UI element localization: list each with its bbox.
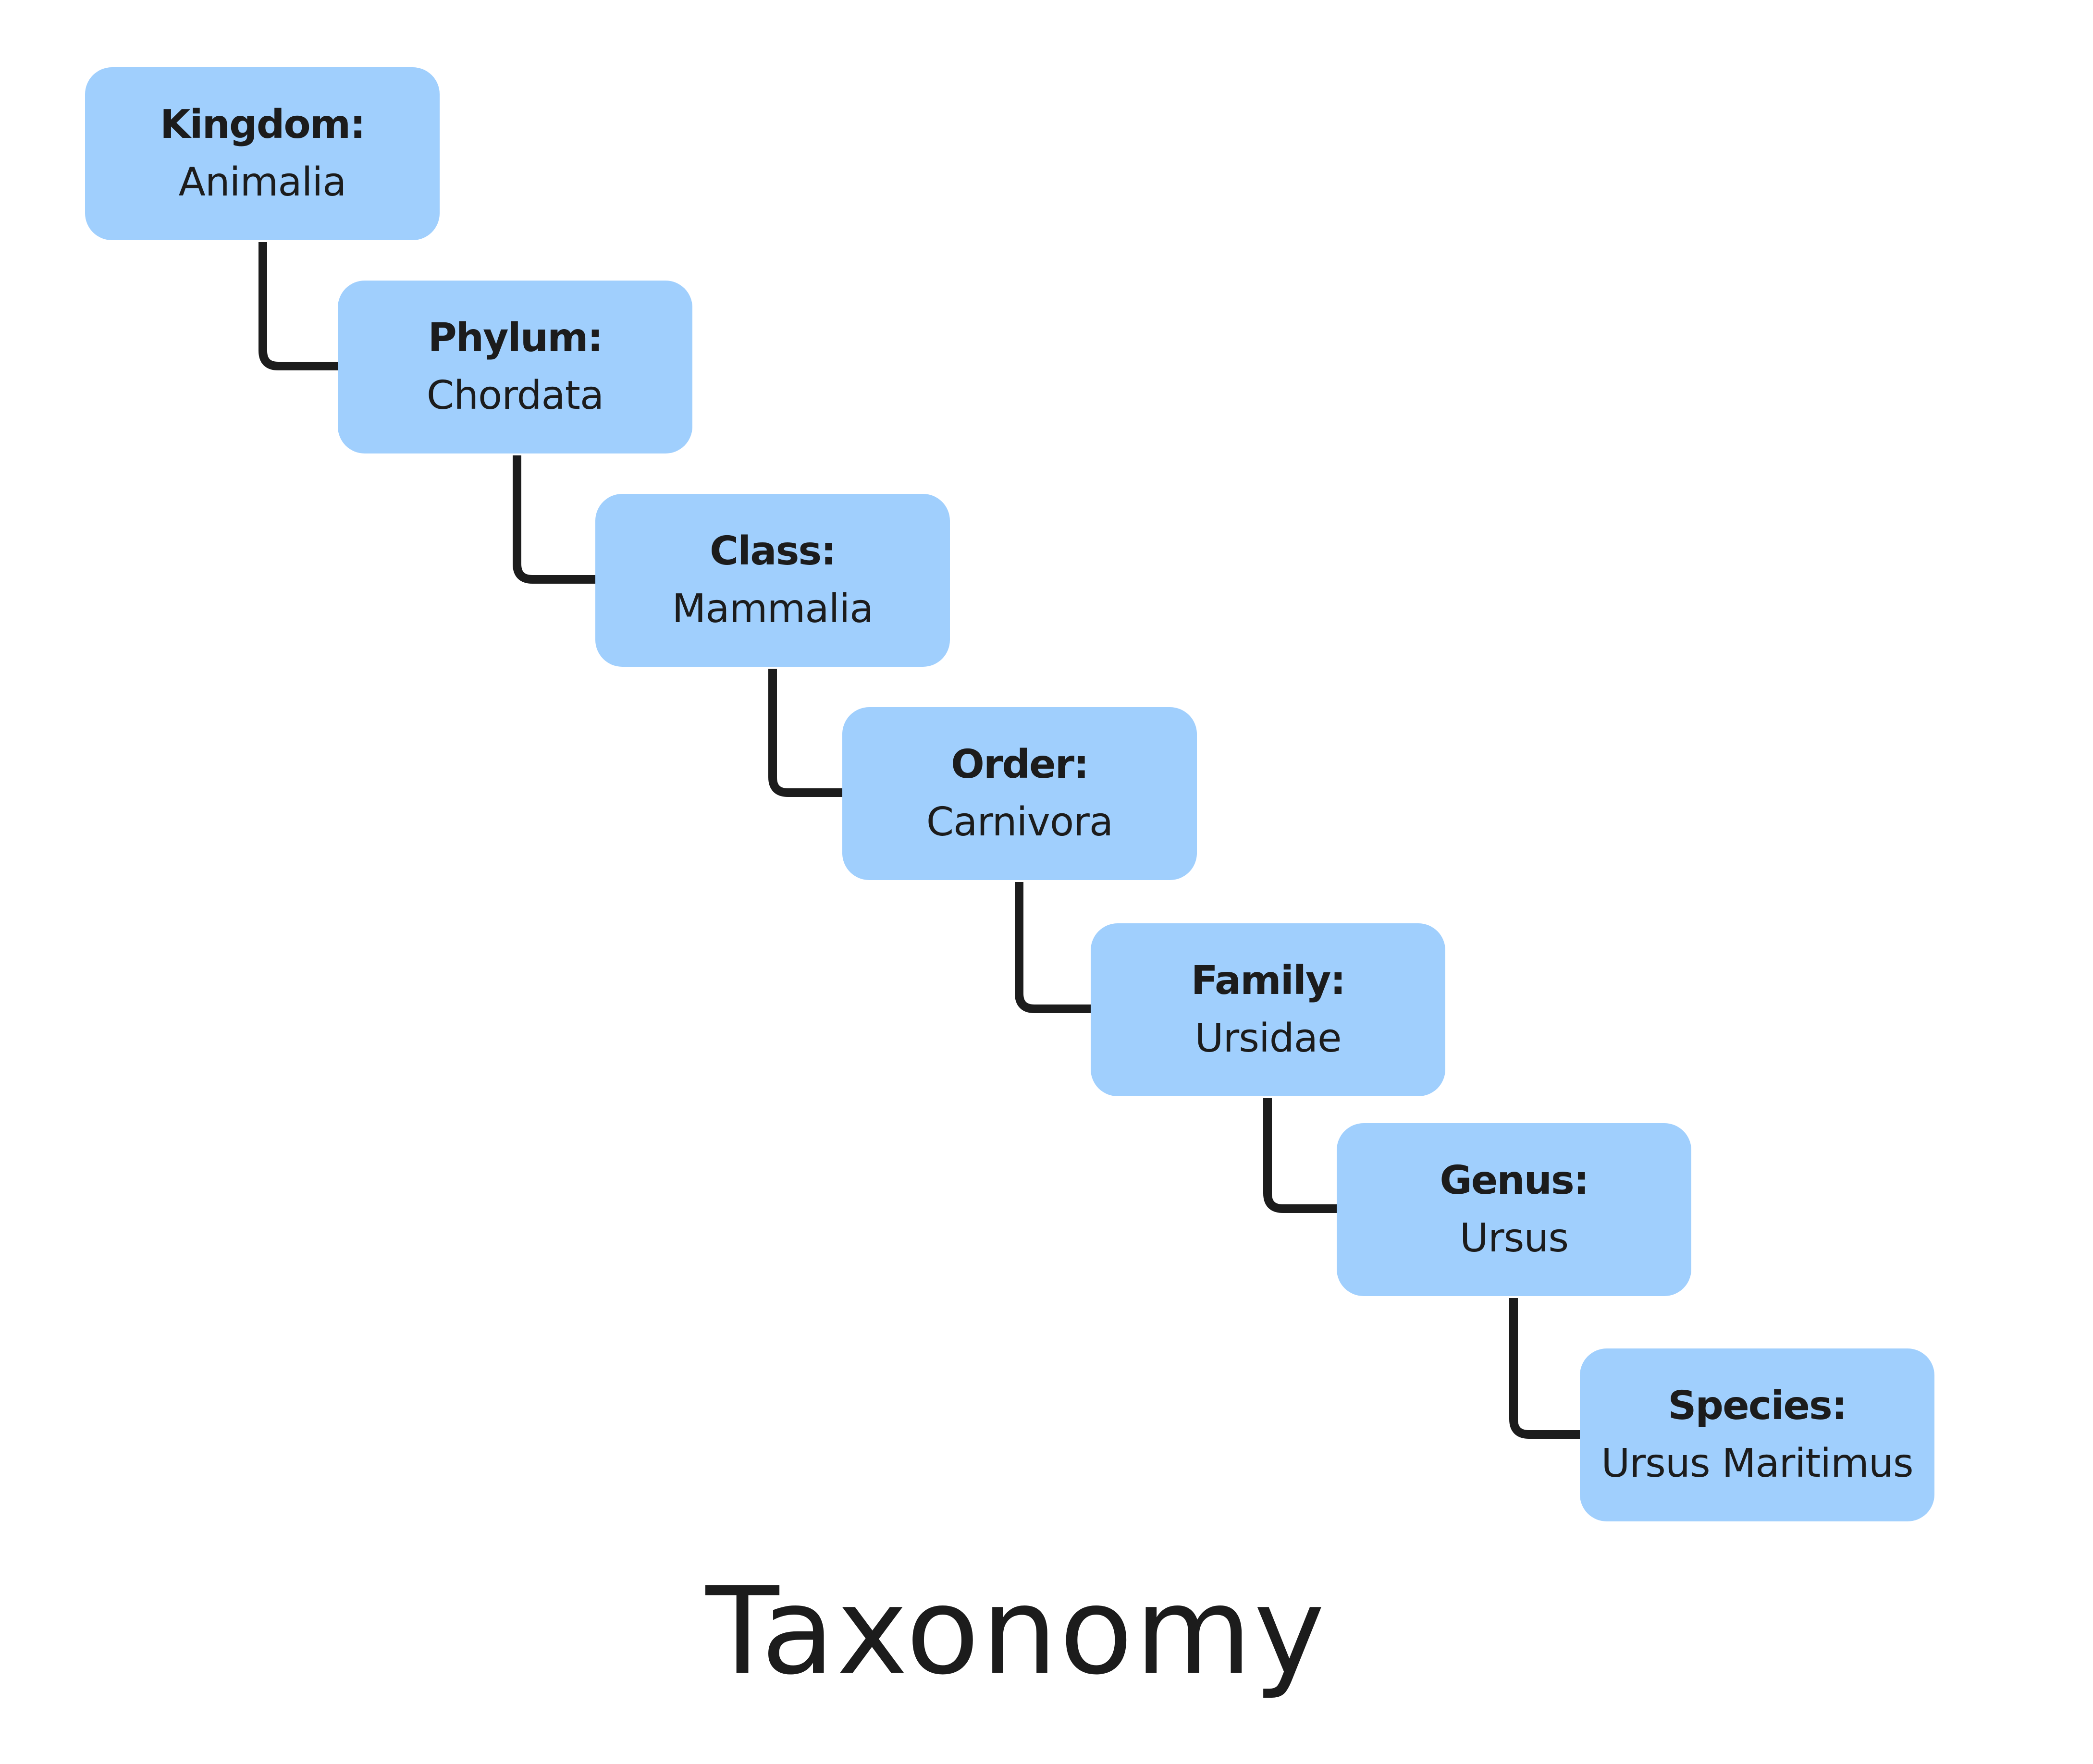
connector-kingdom-phylum bbox=[259, 242, 338, 370]
node-rank-label: Class: bbox=[709, 528, 837, 574]
node-species: Species: Ursus Maritimus bbox=[1580, 1348, 1934, 1521]
node-value: Chordata bbox=[426, 373, 604, 418]
connector-class-order bbox=[768, 669, 842, 797]
node-value: Mammalia bbox=[672, 586, 874, 632]
node-value: Ursus Maritimus bbox=[1601, 1441, 1913, 1486]
node-family: Family: Ursidae bbox=[1091, 923, 1445, 1096]
connector-genus-species bbox=[1509, 1298, 1580, 1439]
node-rank-label: Family: bbox=[1191, 958, 1346, 1004]
node-order: Order: Carnivora bbox=[842, 707, 1197, 880]
node-rank-label: Kingdom: bbox=[160, 102, 366, 147]
connector-phylum-class bbox=[513, 455, 595, 584]
node-rank-label: Species: bbox=[1668, 1383, 1847, 1429]
node-class: Class: Mammalia bbox=[595, 494, 950, 667]
node-genus: Genus: Ursus bbox=[1337, 1123, 1691, 1296]
node-rank-label: Genus: bbox=[1440, 1158, 1589, 1203]
diagram-title: Taxonomy bbox=[705, 1561, 1327, 1701]
connector-order-family bbox=[1015, 882, 1091, 1013]
node-kingdom: Kingdom: Animalia bbox=[85, 67, 440, 240]
node-value: Animalia bbox=[178, 159, 347, 205]
node-value: Ursidae bbox=[1194, 1016, 1342, 1061]
node-phylum: Phylum: Chordata bbox=[338, 281, 692, 453]
node-value: Ursus bbox=[1459, 1215, 1569, 1261]
node-value: Carnivora bbox=[926, 799, 1113, 845]
node-rank-label: Phylum: bbox=[428, 315, 603, 361]
node-rank-label: Order: bbox=[951, 742, 1089, 787]
connector-family-genus bbox=[1263, 1098, 1337, 1213]
